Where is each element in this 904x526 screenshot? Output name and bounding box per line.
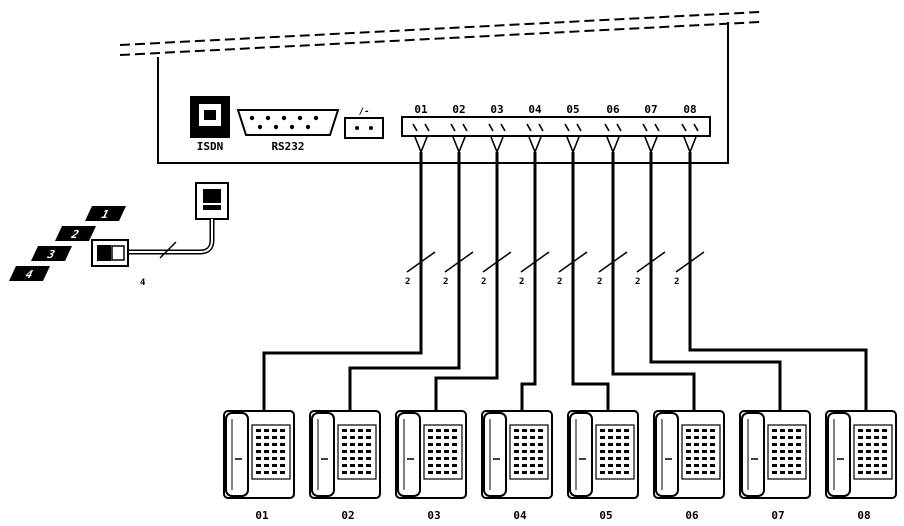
- telephone-label-6: 06: [685, 509, 699, 522]
- keypad-3: [428, 429, 457, 474]
- extension-line-1: [262, 152, 423, 411]
- handset-5: [569, 412, 593, 497]
- terminal-label-8: 08: [683, 103, 696, 116]
- terminal-fork-8: [683, 136, 697, 155]
- telephone-label-8: 08: [857, 509, 870, 522]
- keypad-7: [772, 429, 801, 474]
- wire-mark-4: [520, 251, 550, 273]
- handset-7: [741, 412, 765, 497]
- power-connector-label: ∕‑: [359, 107, 370, 117]
- terminal-label-3: 03: [490, 103, 503, 116]
- terminal-fork-1: [414, 136, 428, 155]
- keypad-5: [600, 429, 629, 474]
- handset-1: [225, 412, 249, 497]
- terminal-fork-5: [566, 136, 580, 155]
- extension-line-8: [688, 152, 868, 411]
- wire-count-3: 2: [481, 277, 486, 287]
- pbx-housing: [119, 11, 761, 164]
- handset-3: [397, 412, 421, 497]
- wire-mark-1: [406, 251, 436, 273]
- handset-6: [655, 412, 679, 497]
- telephone-set-row: 01 02 03 04 05 06 07 08: [223, 410, 897, 522]
- keypad-1: [256, 429, 285, 474]
- rs232-port-label: RS232: [271, 140, 304, 153]
- telephone-label-7: 07: [771, 509, 784, 522]
- extension-line-5: [571, 152, 610, 411]
- wire-mark-7: [636, 251, 666, 273]
- extension-line-4: [520, 152, 537, 411]
- telephone-set-2: 02: [309, 410, 381, 522]
- keypad-2: [342, 429, 371, 474]
- telephone-set-7: 07: [739, 410, 811, 522]
- telephone-set-4: 04: [481, 410, 553, 522]
- keypad-4: [514, 429, 543, 474]
- terminal-fork-3: [490, 136, 504, 155]
- extension-wiring: [262, 136, 868, 411]
- telephone-label-3: 03: [427, 509, 440, 522]
- terminal-fork-2: [452, 136, 466, 155]
- terminal-fork-7: [644, 136, 658, 155]
- handset-8: [827, 412, 851, 497]
- wire-count-4: 2: [519, 277, 524, 287]
- wire-count-2: 2: [443, 277, 448, 287]
- rs232-port: RS232: [236, 109, 340, 153]
- extension-line-2: [348, 152, 461, 411]
- telephone-label-5: 05: [599, 509, 612, 522]
- extension-line-3: [434, 152, 499, 411]
- wire-count-marks: 2 2 2 2 2 2 2 2: [405, 251, 705, 287]
- terminal-label-2: 02: [452, 103, 465, 116]
- terminal-label-7: 07: [644, 103, 657, 116]
- adapter-wire-count: 4: [140, 278, 146, 288]
- handset-2: [311, 412, 335, 497]
- extension-line-6: [611, 152, 696, 411]
- terminal-fork-4: [528, 136, 542, 155]
- isdn-port-label: ISDN: [197, 140, 224, 153]
- terminal-block: 01 02 03 04 05 06 07 08: [401, 103, 711, 137]
- wire-count-8: 2: [674, 277, 679, 287]
- wire-count-6: 2: [597, 277, 602, 287]
- telephone-label-2: 02: [341, 509, 354, 522]
- telephone-set-1: 01: [223, 410, 295, 522]
- wire-count-5: 2: [557, 277, 562, 287]
- extension-line-7: [649, 152, 782, 411]
- telephone-set-3: 03: [395, 410, 467, 522]
- isdn-port: ISDN: [190, 96, 230, 153]
- telephone-label-4: 04: [513, 509, 527, 522]
- keypad-6: [686, 429, 715, 474]
- wire-mark-3: [482, 251, 512, 273]
- keypad-8: [858, 429, 887, 474]
- terminal-label-1: 01: [414, 103, 428, 116]
- wire-mark-5: [558, 251, 588, 273]
- terminal-label-5: 05: [566, 103, 579, 116]
- wire-count-1: 2: [405, 277, 410, 287]
- wire-count-7: 2: [635, 277, 640, 287]
- wire-mark-8: [675, 251, 705, 273]
- adapter-tags: 1 2 3 4: [9, 206, 126, 281]
- telephone-set-6: 06: [653, 410, 725, 522]
- rj45-plug-lower: [91, 239, 129, 267]
- power-connector: ∕‑: [344, 107, 384, 139]
- wire-mark-6: [598, 251, 628, 273]
- terminal-label-6: 06: [606, 103, 620, 116]
- telephone-label-1: 01: [255, 509, 269, 522]
- handset-4: [483, 412, 507, 497]
- telephone-set-8: 08: [825, 410, 897, 522]
- isdn-adapter-cable: 4: [91, 182, 229, 288]
- terminal-fork-6: [606, 136, 620, 155]
- telephone-set-5: 05: [567, 410, 639, 522]
- wire-mark-2: [444, 251, 474, 273]
- terminal-label-4: 04: [528, 103, 542, 116]
